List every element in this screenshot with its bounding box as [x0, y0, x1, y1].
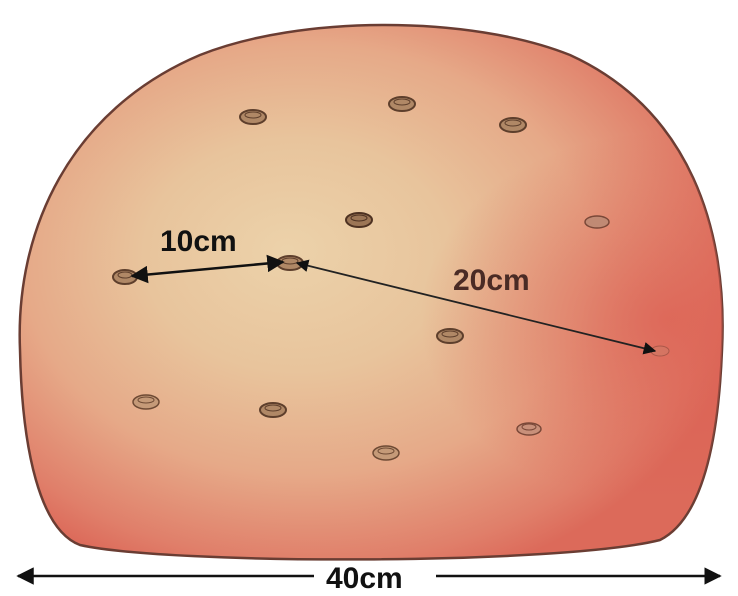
dot: [259, 402, 287, 418]
balloon-shading: [19, 25, 723, 560]
dot: [239, 109, 267, 125]
dot: [516, 422, 542, 436]
dot: [499, 117, 527, 133]
dot: [388, 96, 416, 112]
dots-distance-arrow: [130, 254, 285, 284]
dot: [372, 445, 400, 461]
dot: [436, 328, 464, 344]
base-width-label: 40cm: [326, 562, 403, 595]
dot: [132, 394, 160, 410]
dot: [584, 215, 610, 229]
radius-label: 20cm: [453, 264, 530, 297]
dot: [345, 212, 373, 228]
dots-distance-label: 10cm: [160, 225, 237, 258]
radius-arrow: [295, 259, 657, 355]
